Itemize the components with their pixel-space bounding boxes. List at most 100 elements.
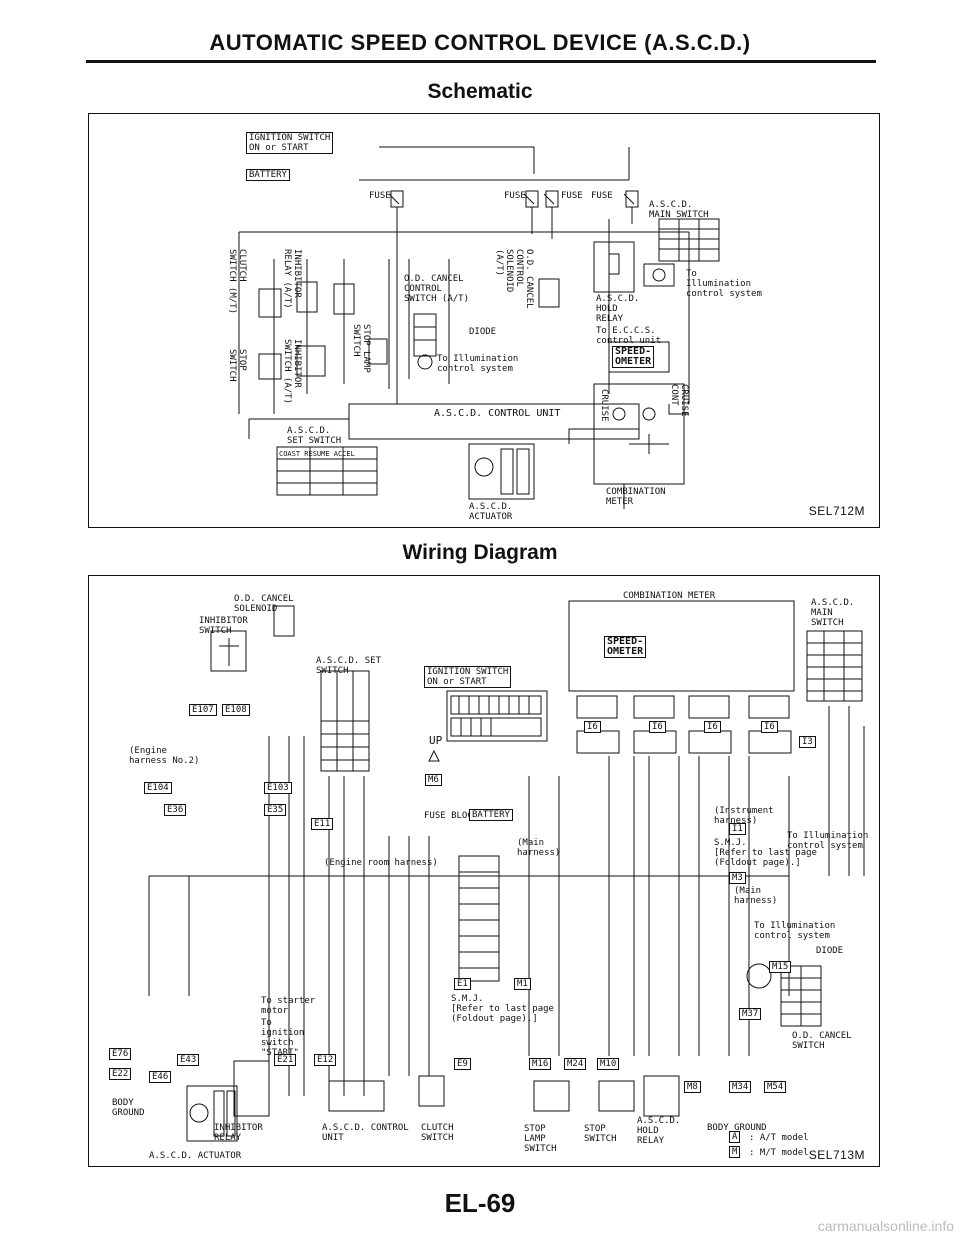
- connector-tag: E1: [454, 978, 471, 990]
- wd-combination-meter-label: COMBINATION METER: [623, 591, 716, 601]
- watermark: carmanualsonline.info: [817, 1218, 954, 1234]
- connector-tag: I6: [704, 721, 721, 733]
- wiring-drawing: [148, 600, 865, 1142]
- wd-battery-label: BATTERY: [469, 809, 513, 821]
- wd-to-illumination-1: To Illumination control system: [787, 831, 869, 851]
- sch-ignition-switch-label: IGNITION SWITCH ON or START: [246, 132, 334, 154]
- connector-tag: E43: [177, 1054, 200, 1066]
- connector-tag: M54: [764, 1081, 787, 1093]
- wd-to-ignition: To ignition switch "START": [261, 1018, 305, 1058]
- connector-tag: I6: [584, 721, 601, 733]
- connector-tag: I1: [729, 823, 746, 835]
- sch-od-cancel-switch-label: O.D. CANCEL CONTROL SWITCH (A/T): [404, 274, 470, 304]
- wd-od-cancel-switch-label: O.D. CANCEL SWITCH: [792, 1031, 852, 1051]
- schematic-panel: IGNITION SWITCH ON or START BATTERY FUSE…: [88, 113, 880, 528]
- wd-inhibitor-relay-label: INHIBITOR RELAY: [214, 1123, 263, 1143]
- wd-to-illumination-2: To Illumination control system: [754, 921, 836, 941]
- sch-stop-lamp-switch-label: STOP LAMP SWITCH: [351, 324, 371, 373]
- wd-ascd-actuator-label: A.S.C.D. ACTUATOR: [149, 1151, 242, 1161]
- sch-speedometer: SPEED- OMETER: [612, 346, 655, 368]
- sch-to-eccs: To E.C.C.S. control unit: [596, 326, 662, 346]
- connector-tag: I6: [649, 721, 666, 733]
- wd-ignition-switch-label: IGNITION SWITCH ON or START: [424, 666, 512, 688]
- sch-fuse4-label: FUSE: [591, 191, 613, 201]
- connector-tag: M3: [729, 872, 746, 884]
- wd-stop-switch-label: STOP SWITCH: [584, 1124, 617, 1144]
- connector-tag: M24: [564, 1058, 587, 1070]
- wd-up-label: UP: [429, 734, 443, 747]
- connector-tag: M10: [597, 1058, 620, 1070]
- page-title: AUTOMATIC SPEED CONTROL DEVICE (A.S.C.D.…: [209, 30, 751, 55]
- connector-tag: M15: [769, 961, 792, 973]
- wiring-code: SEL713M: [808, 1148, 865, 1162]
- sch-ascd-set-switch-label: A.S.C.D. SET SWITCH: [287, 426, 342, 446]
- connector-tag: I3: [799, 736, 816, 748]
- connector-tag: E22: [109, 1068, 132, 1080]
- sch-ascd-actuator-label: A.S.C.D. ACTUATOR: [469, 502, 513, 522]
- sch-cruise-label: CRUISE: [599, 389, 609, 422]
- sch-ascd-hold-relay-label: A.S.C.D. HOLD RELAY: [596, 294, 640, 324]
- sch-ascd-control-unit-label: A.S.C.D. CONTROL UNIT: [434, 408, 561, 419]
- connector-tag: E11: [311, 818, 334, 830]
- connector-tag: M8: [684, 1081, 701, 1093]
- sch-stop-switch-label: STOP SWITCH: [227, 349, 247, 382]
- connector-tag: E21: [274, 1054, 297, 1066]
- wd-legend-m: : M/T model: [749, 1148, 809, 1158]
- wiring-panel: O.D. CANCEL SOLENOID INHIBITOR SWITCH A.…: [88, 575, 880, 1167]
- schematic-code: SEL712M: [808, 504, 865, 518]
- connector-tag: M34: [729, 1081, 752, 1093]
- connector-tag: E76: [109, 1048, 132, 1060]
- wd-legend-a-key: A: [729, 1131, 741, 1143]
- connector-tag: M6: [425, 774, 442, 786]
- sch-inhibitor-relay-label: INHIBITOR RELAY (A/T): [282, 249, 302, 309]
- wd-engine-harness-label: (Engine harness No.2): [129, 746, 200, 766]
- sch-cruise-cont-label: CRUISE CONT: [669, 384, 689, 417]
- page-number: EL-69: [444, 1188, 516, 1218]
- wd-to-starter: To starter motor: [261, 996, 316, 1016]
- connector-tag: I6: [761, 721, 778, 733]
- wd-speedometer: SPEED- OMETER: [604, 636, 647, 658]
- connector-tag: E46: [149, 1071, 172, 1083]
- connector-tag: M37: [739, 1008, 762, 1020]
- wd-diode-label: DIODE: [816, 946, 844, 956]
- connector-tag: E103: [264, 782, 292, 794]
- wd-ascd-hold-relay-label: A.S.C.D. HOLD RELAY: [637, 1116, 681, 1146]
- wd-legend-m-key: M: [729, 1146, 741, 1158]
- wd-od-cancel-solenoid-label: O.D. CANCEL SOLENOID: [234, 594, 294, 614]
- wd-inhibitor-switch-label: INHIBITOR SWITCH: [199, 616, 248, 636]
- schematic-drawing: [238, 146, 720, 509]
- sch-combination-meter-label: COMBINATION METER: [606, 487, 666, 507]
- sch-set-switch-cols: COAST RESUME ACCEL: [279, 450, 355, 458]
- connector-tag: M16: [529, 1058, 552, 1070]
- connector-tag: E36: [164, 804, 187, 816]
- sch-clutch-switch-label: CLUTCH SWITCH (M/T): [227, 249, 247, 315]
- sch-fuse2-label: FUSE: [504, 191, 526, 201]
- wd-stop-lamp-switch-label: STOP LAMP SWITCH: [524, 1124, 557, 1154]
- wd-ascd-set-switch-label: A.S.C.D. SET SWITCH: [316, 656, 382, 676]
- connector-tag: E9: [454, 1058, 471, 1070]
- connector-tag: E35: [264, 804, 287, 816]
- sch-to-illumination-1: To Illumination control system: [686, 269, 762, 299]
- connector-tag: E108: [222, 704, 250, 716]
- wd-body-ground-right: BODY GROUND: [707, 1123, 767, 1133]
- wd-smj-2: S.M.J. [Refer to last page (Foldout page…: [451, 994, 554, 1024]
- connector-tag: M1: [514, 978, 531, 990]
- wd-instrument-harness-label: (Instrument harness): [714, 806, 774, 826]
- sch-fuse1-label: FUSE: [369, 191, 391, 201]
- wd-clutch-switch-label: CLUTCH SWITCH: [421, 1123, 454, 1143]
- sch-od-cancel-solenoid-label: O.D. CANCEL CONTROL SOLENOID (A/T): [494, 249, 534, 309]
- wd-smj-1: S.M.J. [Refer to last page (Foldout page…: [714, 838, 817, 868]
- connector-tag: E12: [314, 1054, 337, 1066]
- wiring-title: Wiring Diagram: [402, 541, 558, 564]
- wd-legend-a: : A/T model: [749, 1133, 809, 1143]
- connector-tag: E107: [189, 704, 217, 716]
- sch-inhibitor-switch-label: INHIBITOR SWITCH (A/T): [282, 339, 302, 405]
- wd-body-ground-left: BODY GROUND: [112, 1098, 145, 1118]
- wd-main-harness-1: (Main harness): [517, 838, 561, 858]
- sch-to-illumination-2: To Illumination control system: [437, 354, 519, 374]
- schematic-title: Schematic: [427, 80, 533, 103]
- sch-diode-label: DIODE: [469, 327, 497, 337]
- wd-main-harness-2: (Main harness): [734, 886, 778, 906]
- wd-fuse-block-label: FUSE BLOCK: [424, 811, 479, 821]
- wd-ascd-control-unit-label: A.S.C.D. CONTROL UNIT: [322, 1123, 409, 1143]
